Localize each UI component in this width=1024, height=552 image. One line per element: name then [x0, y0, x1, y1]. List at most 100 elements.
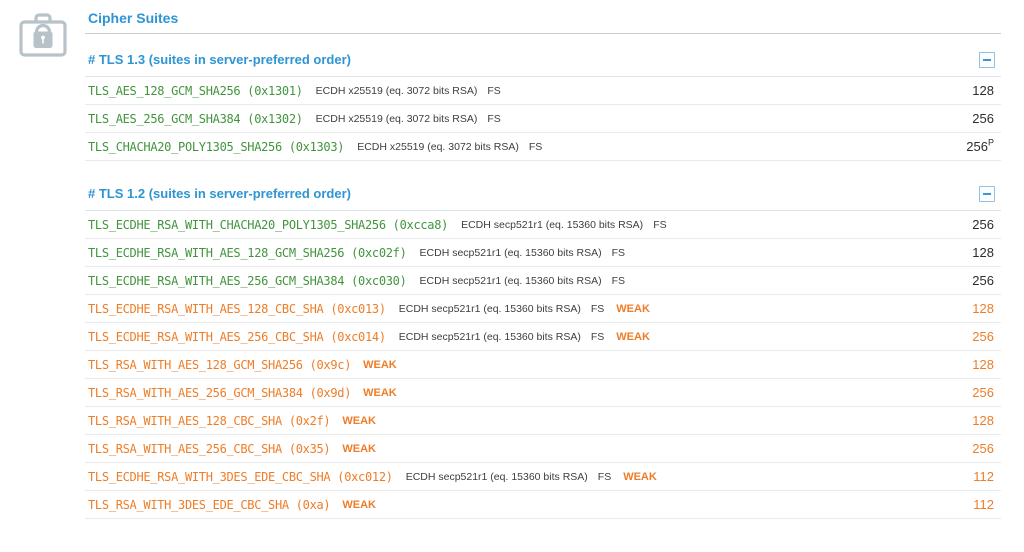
- forward-secrecy-flag: FS: [590, 330, 605, 343]
- key-strength-bits: 128: [972, 357, 994, 372]
- cipher-name: TLS_RSA_WITH_AES_128_CBC_SHA (0x2f): [88, 413, 331, 428]
- cipher-name: TLS_ECDHE_RSA_WITH_AES_128_GCM_SHA256 (0…: [88, 245, 407, 260]
- cipher-name: TLS_ECDHE_RSA_WITH_AES_128_CBC_SHA (0xc0…: [88, 301, 386, 316]
- cipher-suite-section: # TLS 1.3 (suites in server-preferred or…: [85, 34, 1001, 161]
- toolbox-lock-icon: [17, 8, 69, 60]
- forward-secrecy-flag: FS: [653, 218, 667, 231]
- key-strength-bits: 256: [972, 441, 994, 456]
- weak-label: WEAK: [616, 330, 650, 343]
- cipher-suite-row: TLS_RSA_WITH_AES_128_GCM_SHA256 (0x9c) W…: [85, 351, 1001, 379]
- key-exchange-detail: ECDH x25519 (eq. 3072 bits RSA): [315, 112, 478, 125]
- bits-value: 128: [972, 245, 994, 260]
- bits-superscript: P: [987, 137, 994, 148]
- forward-secrecy-flag: FS: [487, 112, 501, 125]
- cipher-name: TLS_AES_128_GCM_SHA256 (0x1301): [88, 83, 303, 98]
- key-strength-bits: 112: [973, 469, 994, 484]
- key-exchange-detail: ECDH secp521r1 (eq. 15360 bits RSA): [398, 330, 581, 343]
- cipher-name: TLS_ECDHE_RSA_WITH_AES_256_CBC_SHA (0xc0…: [88, 329, 386, 344]
- cipher-name: TLS_RSA_WITH_3DES_EDE_CBC_SHA (0xa): [88, 497, 331, 512]
- bits-value: 256: [972, 217, 994, 232]
- forward-secrecy-flag: FS: [597, 470, 612, 483]
- weak-label: WEAK: [363, 358, 397, 371]
- key-exchange-detail: ECDH secp521r1 (eq. 15360 bits RSA): [419, 246, 602, 259]
- cipher-suite-row: TLS_AES_256_GCM_SHA384 (0x1302) ECDH x25…: [85, 105, 1001, 133]
- toolbox-lock-icon-svg: [19, 13, 67, 57]
- cipher-name: TLS_RSA_WITH_AES_128_GCM_SHA256 (0x9c): [88, 357, 352, 372]
- key-exchange-detail: ECDH secp521r1 (eq. 15360 bits RSA): [398, 302, 581, 315]
- bits-value: 128: [972, 301, 994, 316]
- section-title: # TLS 1.2 (suites in server-preferred or…: [88, 186, 351, 201]
- cipher-suite-row: TLS_ECDHE_RSA_WITH_AES_256_GCM_SHA384 (0…: [85, 267, 1001, 295]
- forward-secrecy-flag: FS: [528, 140, 543, 153]
- minus-icon: [983, 193, 991, 195]
- cipher-name: TLS_ECDHE_RSA_WITH_AES_256_GCM_SHA384 (0…: [88, 273, 407, 288]
- minus-icon: [983, 59, 991, 61]
- key-strength-bits: 128: [972, 413, 994, 428]
- weak-label: WEAK: [623, 470, 657, 483]
- cipher-name: TLS_RSA_WITH_AES_256_CBC_SHA (0x35): [88, 441, 331, 456]
- bits-value: 112: [973, 469, 994, 484]
- key-strength-bits: 128: [972, 301, 994, 316]
- bits-value: 256: [966, 139, 988, 154]
- cipher-suite-row: TLS_RSA_WITH_AES_128_CBC_SHA (0x2f) WEAK…: [85, 407, 1001, 435]
- cipher-rows: TLS_ECDHE_RSA_WITH_CHACHA20_POLY1305_SHA…: [85, 211, 1001, 519]
- key-strength-bits: 256: [972, 111, 994, 126]
- bits-value: 112: [973, 497, 994, 512]
- section-title: # TLS 1.3 (suites in server-preferred or…: [88, 52, 351, 67]
- cipher-name: TLS_ECDHE_RSA_WITH_CHACHA20_POLY1305_SHA…: [88, 217, 449, 232]
- weak-label: WEAK: [342, 498, 376, 511]
- cipher-sections: # TLS 1.3 (suites in server-preferred or…: [85, 34, 1001, 519]
- cipher-suite-row: TLS_RSA_WITH_AES_256_GCM_SHA384 (0x9d) W…: [85, 379, 1001, 407]
- key-exchange-detail: ECDH secp521r1 (eq. 15360 bits RSA): [461, 218, 644, 231]
- cipher-suite-row: TLS_ECDHE_RSA_WITH_AES_256_CBC_SHA (0xc0…: [85, 323, 1001, 351]
- key-strength-bits: 256: [972, 273, 994, 288]
- cipher-suite-row: TLS_RSA_WITH_AES_256_CBC_SHA (0x35) WEAK…: [85, 435, 1001, 463]
- collapse-section-button[interactable]: [979, 52, 995, 68]
- bits-value: 128: [972, 83, 994, 98]
- key-strength-bits: 128: [972, 83, 994, 98]
- bits-value: 256: [972, 273, 994, 288]
- cipher-suite-row: TLS_AES_128_GCM_SHA256 (0x1301) ECDH x25…: [85, 77, 1001, 105]
- bits-value: 256: [972, 385, 994, 400]
- forward-secrecy-flag: FS: [611, 246, 626, 259]
- forward-secrecy-flag: FS: [611, 274, 626, 287]
- forward-secrecy-flag: FS: [487, 84, 501, 97]
- weak-label: WEAK: [342, 414, 376, 427]
- cipher-suites-content: Cipher Suites # TLS 1.3 (suites in serve…: [85, 0, 1001, 519]
- forward-secrecy-flag: FS: [590, 302, 605, 315]
- key-exchange-detail: ECDH x25519 (eq. 3072 bits RSA): [315, 84, 478, 97]
- cipher-name: TLS_ECDHE_RSA_WITH_3DES_EDE_CBC_SHA (0xc…: [88, 469, 393, 484]
- bits-value: 256: [972, 441, 994, 456]
- cipher-suite-row: TLS_ECDHE_RSA_WITH_AES_128_CBC_SHA (0xc0…: [85, 295, 1001, 323]
- cipher-name: TLS_AES_256_GCM_SHA384 (0x1302): [88, 111, 303, 126]
- cipher-suite-row: TLS_CHACHA20_POLY1305_SHA256 (0x1303) EC…: [85, 133, 1001, 161]
- cipher-suite-row: TLS_RSA_WITH_3DES_EDE_CBC_SHA (0xa) WEAK…: [85, 491, 1001, 519]
- cipher-suite-row: TLS_ECDHE_RSA_WITH_CHACHA20_POLY1305_SHA…: [85, 211, 1001, 239]
- cipher-suite-section: # TLS 1.2 (suites in server-preferred or…: [85, 168, 1001, 519]
- key-strength-bits: 112: [973, 497, 994, 512]
- bits-value: 256: [972, 329, 994, 344]
- bits-value: 128: [972, 413, 994, 428]
- section-header: # TLS 1.3 (suites in server-preferred or…: [85, 34, 1001, 77]
- weak-label: WEAK: [342, 442, 376, 455]
- key-exchange-detail: ECDH x25519 (eq. 3072 bits RSA): [357, 140, 519, 153]
- weak-label: WEAK: [363, 386, 397, 399]
- key-strength-bits: 128: [972, 245, 994, 260]
- cipher-rows: TLS_AES_128_GCM_SHA256 (0x1301) ECDH x25…: [85, 77, 1001, 161]
- bits-value: 256: [972, 111, 994, 126]
- cipher-suite-row: TLS_ECDHE_RSA_WITH_3DES_EDE_CBC_SHA (0xc…: [85, 463, 1001, 491]
- weak-label: WEAK: [616, 302, 650, 315]
- page-title: Cipher Suites: [85, 0, 1001, 34]
- key-strength-bits: 256: [972, 385, 994, 400]
- cipher-suite-row: TLS_ECDHE_RSA_WITH_AES_128_GCM_SHA256 (0…: [85, 239, 1001, 267]
- cipher-name: TLS_CHACHA20_POLY1305_SHA256 (0x1303): [88, 139, 345, 154]
- key-strength-bits: 256: [972, 329, 994, 344]
- collapse-section-button[interactable]: [979, 186, 995, 202]
- key-strength-bits: 256: [972, 217, 994, 232]
- cipher-name: TLS_RSA_WITH_AES_256_GCM_SHA384 (0x9d): [88, 385, 352, 400]
- section-header: # TLS 1.2 (suites in server-preferred or…: [85, 168, 1001, 211]
- key-exchange-detail: ECDH secp521r1 (eq. 15360 bits RSA): [405, 470, 588, 483]
- key-strength-bits: 256P: [966, 137, 994, 154]
- bits-value: 128: [972, 357, 994, 372]
- key-exchange-detail: ECDH secp521r1 (eq. 15360 bits RSA): [419, 274, 602, 287]
